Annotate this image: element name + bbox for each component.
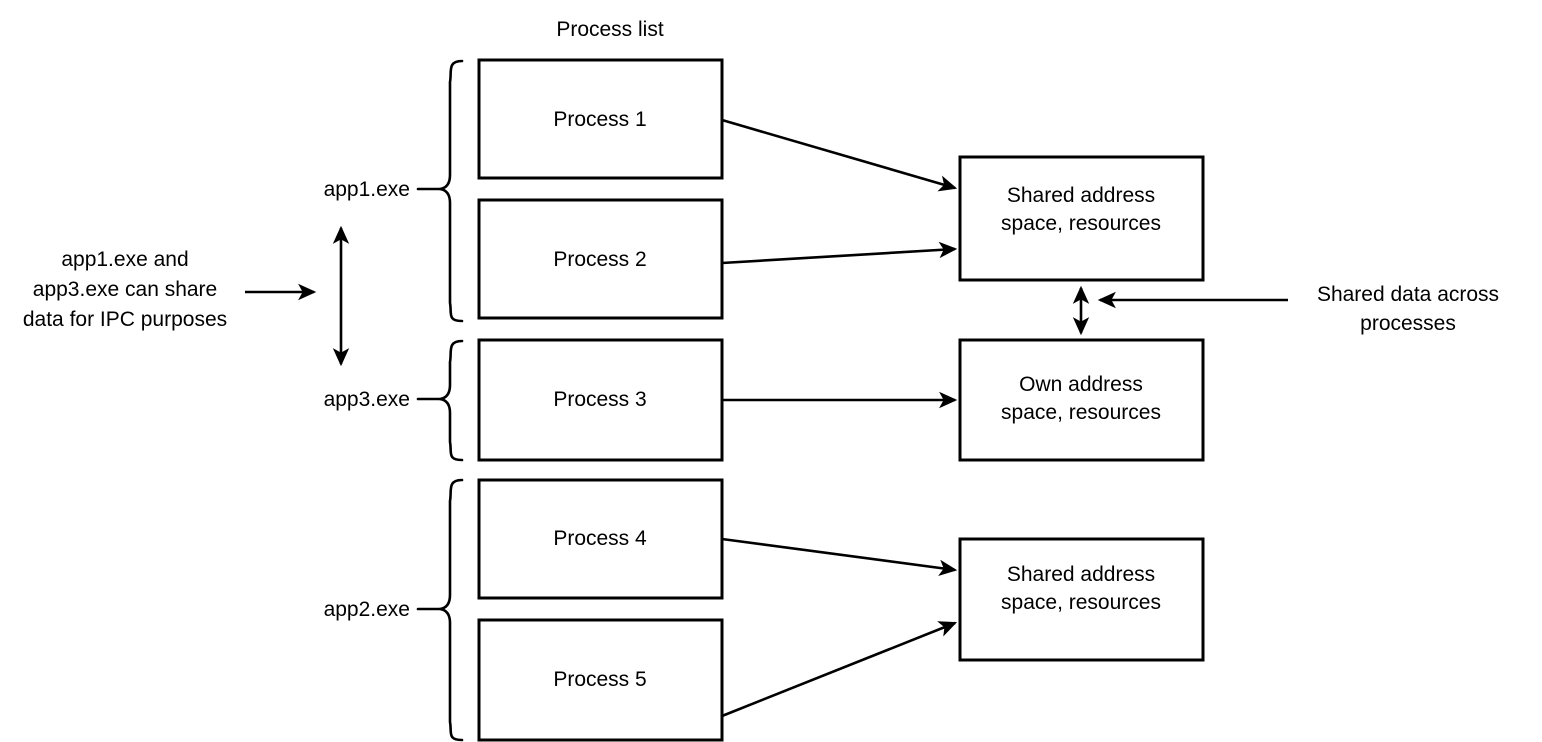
memory-box-shared-bottom[interactable]: Shared address space, resources bbox=[958, 537, 1205, 662]
process-box-2-label: Process 2 bbox=[553, 248, 646, 271]
arrow-process5-to-shared-bottom bbox=[721, 621, 958, 718]
process-box-4-label: Process 4 bbox=[553, 527, 647, 550]
memory-box-own-line1: Own address bbox=[1019, 373, 1143, 396]
memory-box-shared-bottom-line1: Shared address bbox=[1007, 563, 1155, 586]
right-note-line2: processes bbox=[1360, 312, 1456, 335]
left-note-line3: data for IPC purposes bbox=[23, 308, 227, 331]
right-note-line1: Shared data across bbox=[1317, 283, 1499, 306]
memory-box-shared-top-line1: Shared address bbox=[1007, 184, 1155, 207]
memory-box-shared-top-line2: space, resources bbox=[1001, 212, 1161, 235]
memory-box-own-line2: space, resources bbox=[1001, 401, 1161, 424]
process-box-5[interactable]: Process 5 bbox=[477, 618, 724, 742]
left-note-line2: app3.exe can share bbox=[33, 278, 217, 301]
left-note-line1: app1.exe and bbox=[61, 248, 188, 271]
app-label-app1: app1.exe bbox=[324, 178, 410, 201]
page-title: Process list bbox=[556, 18, 664, 41]
memory-box-shared-top[interactable]: Shared address space, resources bbox=[958, 155, 1205, 282]
brace-app3 bbox=[416, 339, 464, 462]
process-box-3[interactable]: Process 3 bbox=[477, 338, 724, 462]
process-box-4[interactable]: Process 4 bbox=[477, 478, 724, 600]
process-box-2[interactable]: Process 2 bbox=[477, 198, 724, 320]
memory-box-shared-bottom-line2: space, resources bbox=[1001, 591, 1161, 614]
process-box-1-label: Process 1 bbox=[553, 108, 646, 131]
memory-box-own[interactable]: Own address space, resources bbox=[958, 338, 1205, 462]
brace-app2 bbox=[416, 478, 464, 742]
process-box-1[interactable]: Process 1 bbox=[477, 58, 724, 180]
arrow-process2-to-shared-top bbox=[721, 241, 958, 265]
process-box-3-label: Process 3 bbox=[553, 388, 646, 411]
app-label-app3: app3.exe bbox=[324, 388, 410, 411]
app-label-app2: app2.exe bbox=[324, 598, 410, 621]
arrow-process1-to-shared-top bbox=[721, 118, 958, 192]
process-box-5-label: Process 5 bbox=[553, 668, 646, 691]
arrow-process4-to-shared-bottom bbox=[721, 537, 958, 577]
brace-app1 bbox=[416, 59, 464, 323]
